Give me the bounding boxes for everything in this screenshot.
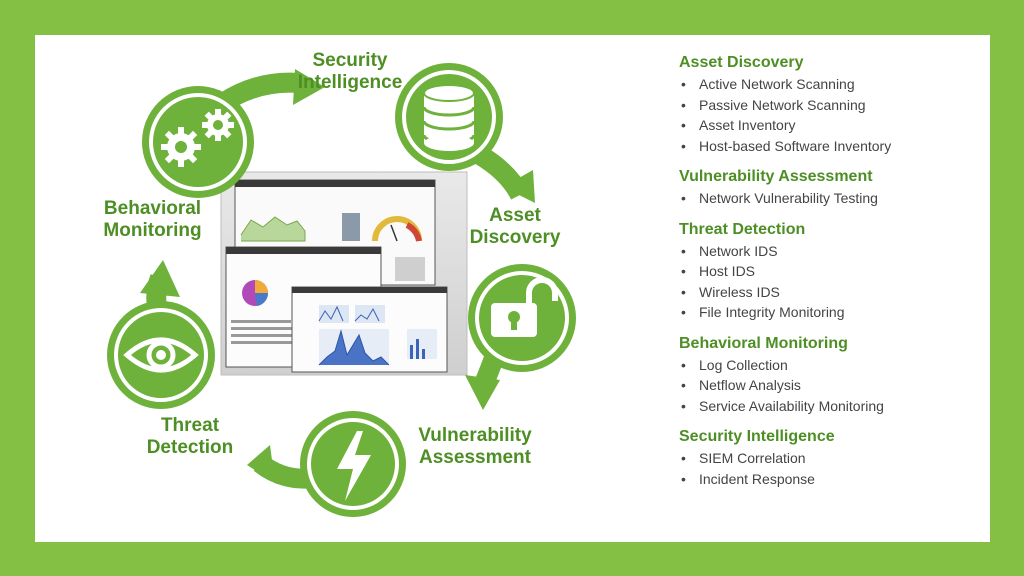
section-title: Behavioral Monitoring	[679, 333, 999, 355]
label-line: Asset	[455, 205, 575, 227]
list-item: Active Network Scanning	[679, 74, 999, 95]
list-item: File Integrity Monitoring	[679, 302, 999, 323]
list-item: Incident Response	[679, 469, 999, 490]
label-line: Detection	[130, 437, 250, 459]
section-behavioral-monitoring: Behavioral Monitoring Log Collection Net…	[679, 333, 999, 417]
label-security-intelligence: Security Intelligence	[280, 50, 420, 94]
list-item: Network Vulnerability Testing	[679, 188, 999, 209]
label-behavioral-monitoring: Behavioral Monitoring	[90, 198, 215, 242]
section-title: Vulnerability Assessment	[679, 166, 999, 188]
label-threat-detection: Threat Detection	[130, 415, 250, 459]
dashboard-screenshots	[221, 172, 467, 375]
database-icon	[424, 85, 474, 151]
section-threat-detection: Threat Detection Network IDS Host IDS Wi…	[679, 219, 999, 323]
list-item: Netflow Analysis	[679, 375, 999, 396]
list-item: Passive Network Scanning	[679, 95, 999, 116]
threat-detection-node	[247, 411, 406, 517]
list-item: Host IDS	[679, 261, 999, 282]
label-line: Discovery	[455, 227, 575, 249]
list-item: Log Collection	[679, 355, 999, 376]
label-line: Threat	[130, 415, 250, 437]
behavioral-monitoring-node	[107, 260, 215, 409]
label-line: Monitoring	[90, 220, 215, 242]
label-line: Behavioral	[90, 198, 215, 220]
cycle-graphic	[35, 35, 635, 542]
label-line: Assessment	[405, 447, 545, 469]
label-asset-discovery: Asset Discovery	[455, 205, 575, 249]
section-title: Security Intelligence	[679, 426, 999, 448]
label-line: Vulnerability	[405, 425, 545, 447]
vulnerability-assessment-node	[465, 264, 576, 410]
list-item: Host-based Software Inventory	[679, 136, 999, 157]
capabilities-list: Asset Discovery Active Network Scanning …	[679, 52, 999, 499]
section-title: Threat Detection	[679, 219, 999, 241]
label-line: Security	[280, 50, 420, 72]
list-item: Asset Inventory	[679, 115, 999, 136]
list-item: Service Availability Monitoring	[679, 396, 999, 417]
section-asset-discovery: Asset Discovery Active Network Scanning …	[679, 52, 999, 156]
section-title: Asset Discovery	[679, 52, 999, 74]
cycle-diagram: Security Intelligence Asset Discovery Vu…	[35, 35, 635, 542]
dashboard-screen-front	[292, 287, 447, 372]
section-security-intelligence: Security Intelligence SIEM Correlation I…	[679, 426, 999, 489]
list-item: SIEM Correlation	[679, 448, 999, 469]
list-item: Wireless IDS	[679, 282, 999, 303]
label-vulnerability-assessment: Vulnerability Assessment	[405, 425, 545, 469]
list-item: Network IDS	[679, 241, 999, 262]
label-line: Intelligence	[280, 72, 420, 94]
section-vulnerability-assessment: Vulnerability Assessment Network Vulnera…	[679, 166, 999, 209]
